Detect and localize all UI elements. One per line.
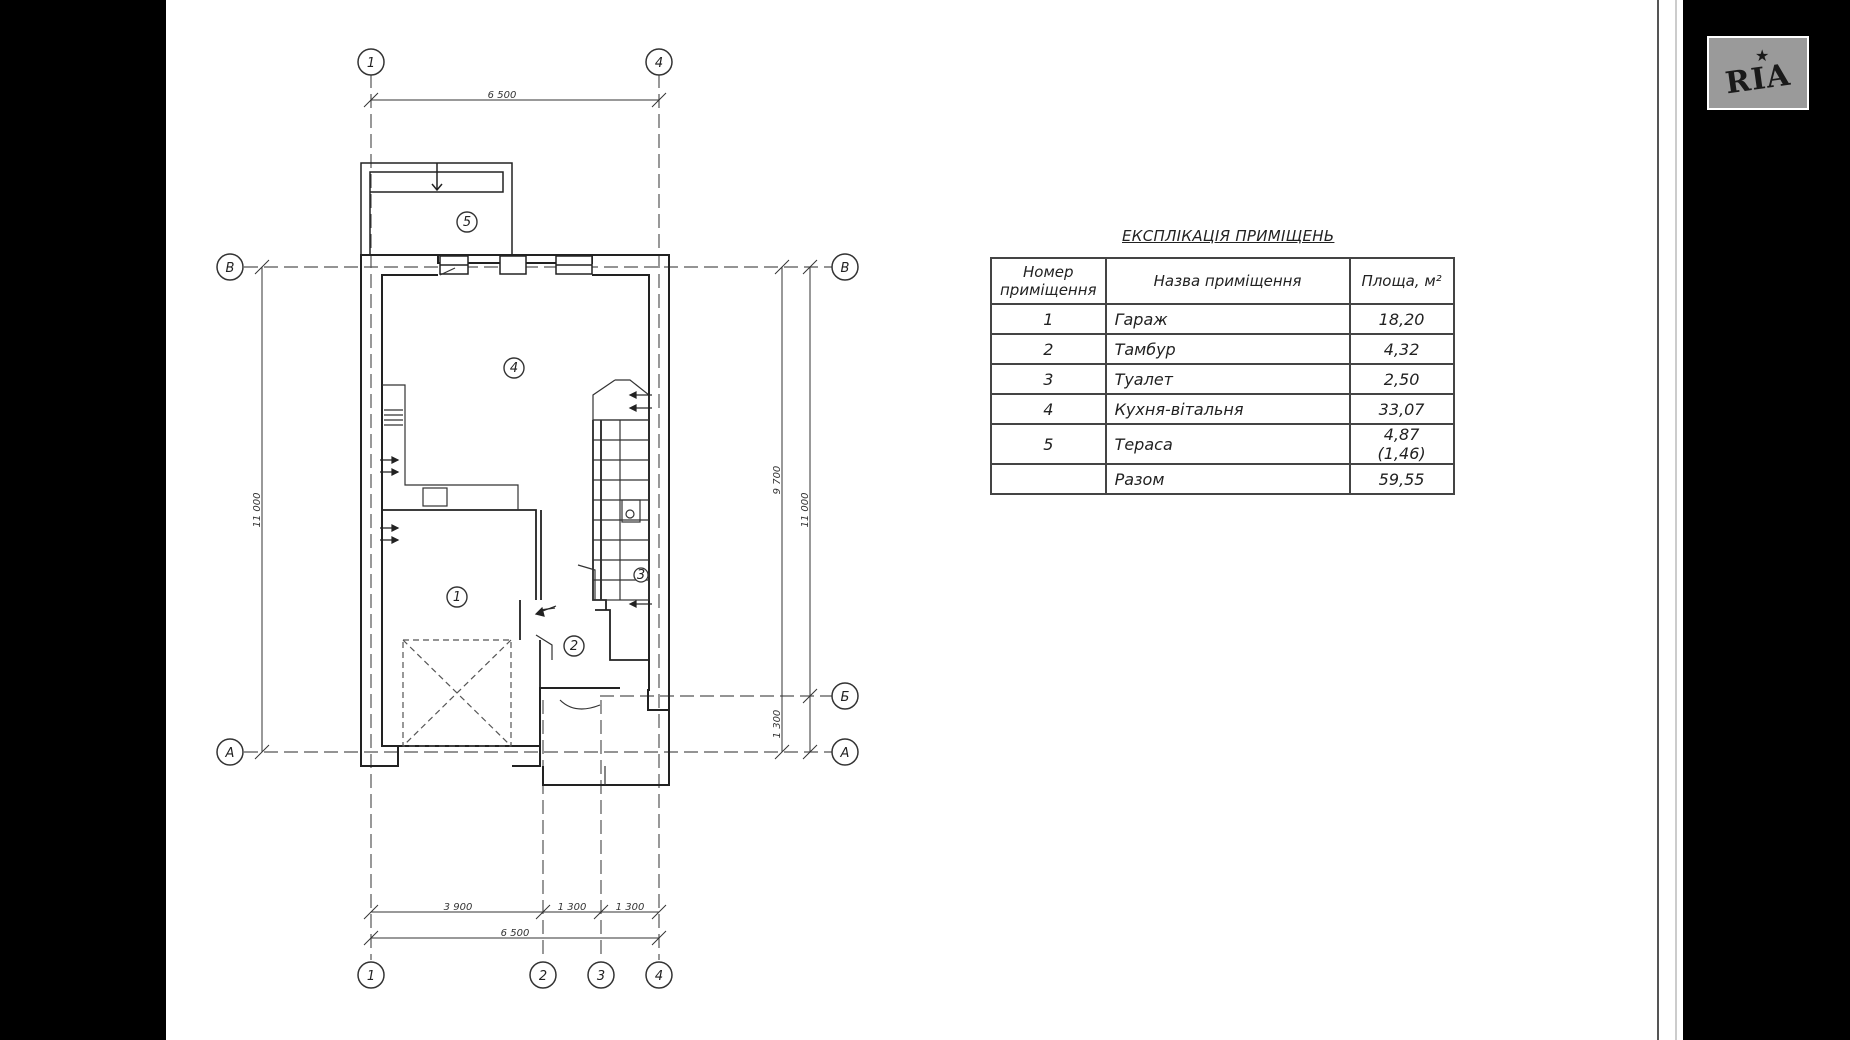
svg-text:4: 4 [510,361,518,376]
cell-area: 2,50 [1348,363,1455,395]
axis-right-b: Б [831,682,859,710]
dim-top-total: 6 500 [488,90,517,101]
axis-top-4: 4 [645,48,673,76]
window-marks [439,255,593,275]
svg-text:Б: Б [841,690,850,705]
star-icon: ★ [1755,46,1770,65]
cell-name: Тераса [1104,423,1351,465]
axis-top-1: 1 [357,48,385,76]
dim-right-upper: 9 700 [772,466,783,495]
table-total-row: Разом 59,55 [990,463,1455,495]
svg-text:3: 3 [597,969,605,984]
explication-table: Номер приміщення Назва приміщення Площа,… [990,257,1455,495]
garage-door-marking [402,639,512,747]
axis-bottom-2: 2 [529,961,557,989]
room-marker-5: 5 [456,211,478,233]
cell-name: Туалет [1104,363,1351,395]
cell-area: 18,20 [1348,303,1455,335]
cell-number: 5 [990,423,1107,465]
room-marker-1: 1 [446,586,468,608]
header-area: Площа, м² [1348,257,1455,305]
left-black-margin [0,0,166,1040]
ria-logo: ★ RIA [1707,36,1809,110]
svg-text:1: 1 [367,969,375,984]
cell-number: 1 [990,303,1107,335]
svg-text:2: 2 [570,639,578,654]
svg-text:4: 4 [655,969,663,984]
axis-bottom-4: 4 [645,961,673,989]
grid-lines [244,74,832,960]
dim-right-lower: 1 300 [772,710,783,739]
entry-arrows [380,391,652,617]
axis-right-v: В [831,253,859,281]
table-title: ЕКСПЛІКАЦІЯ ПРИМІЩЕНЬ [1122,227,1335,245]
axis-left-a: А [216,738,244,766]
axis-bottom-3: 3 [587,961,615,989]
total-name: Разом [1104,463,1351,495]
cell-name: Тамбур [1104,333,1351,365]
dim-bottom-segment-2: 1 300 [558,902,587,913]
grid-axis-bubbles: 1 4 1 2 3 4 В А В Б А [216,48,859,989]
room-marker-4: 4 [503,357,525,379]
svg-text:3: 3 [637,568,645,583]
room-marker-2: 2 [563,635,585,657]
svg-text:5: 5 [463,215,471,230]
dim-bottom-total: 6 500 [501,928,530,939]
dim-right-total: 11 000 [800,493,811,528]
table-header-row: Номер приміщення Назва приміщення Площа,… [990,257,1455,305]
terrace-outline [360,162,513,255]
table-row: 4 Кухня-вітальня 33,07 [990,393,1455,425]
logo-text: RIA [1723,57,1793,102]
cell-number: 3 [990,363,1107,395]
axis-bottom-1: 1 [357,961,385,989]
svg-text:А: А [840,746,850,761]
kitchen-counter [382,384,519,510]
header-number: Номер приміщення [990,257,1107,305]
cell-area: 4,32 [1348,333,1455,365]
dim-left-total: 11 000 [252,493,263,528]
cell-area: 33,07 [1348,393,1455,425]
svg-text:В: В [226,261,235,276]
svg-text:1: 1 [367,56,375,71]
svg-text:А: А [225,746,235,761]
cell-name: Гараж [1104,303,1351,335]
axis-right-a: А [831,738,859,766]
table-row: 1 Гараж 18,20 [990,303,1455,335]
svg-text:В: В [841,261,850,276]
total-number [990,463,1107,495]
header-name: Назва приміщення [1104,257,1351,305]
cell-area: 4,87 (1,46) [1348,423,1455,465]
dim-bottom-segment-3: 1 300 [616,902,645,913]
table-row: 3 Туалет 2,50 [990,363,1455,395]
svg-text:2: 2 [539,969,547,984]
total-area: 59,55 [1348,463,1455,495]
door-swings [439,267,606,785]
table-row: 5 Тераса 4,87 (1,46) [990,423,1455,465]
svg-text:1: 1 [453,590,461,605]
dimension-lines [254,92,818,946]
room-markers: 1 2 3 4 5 [446,211,649,657]
svg-text:4: 4 [655,56,663,71]
right-black-margin [1683,0,1850,1040]
cell-number: 4 [990,393,1107,425]
cell-name: Кухня-вітальня [1104,393,1351,425]
dim-bottom-segment-1: 3 900 [444,902,473,913]
room-marker-3: 3 [633,567,649,583]
axis-left-v: В [216,253,244,281]
cell-number: 2 [990,333,1107,365]
table-row: 2 Тамбур 4,32 [990,333,1455,365]
drawing-sheet [166,0,1683,1040]
